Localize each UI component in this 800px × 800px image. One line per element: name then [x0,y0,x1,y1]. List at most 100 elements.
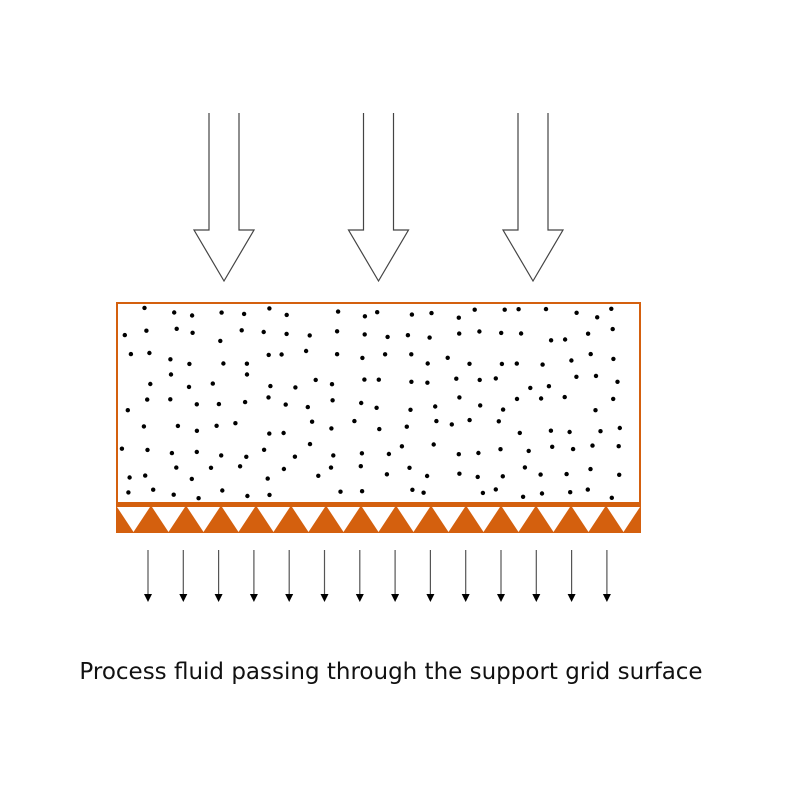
particle [477,377,482,383]
particle [593,373,599,379]
particle [148,381,153,387]
particle [457,395,462,400]
grid-opening [397,507,430,532]
particle [457,471,462,476]
outflow-arrow-head [602,594,611,602]
particle [281,430,286,436]
particle [338,489,343,494]
particle [540,362,545,367]
particle [429,310,434,316]
particle [266,352,271,358]
particle [331,453,336,458]
particle [615,379,620,384]
particle [208,465,214,470]
particle [467,417,472,423]
outflow-arrow-head [214,594,223,602]
particle [588,351,593,357]
particle [590,443,595,448]
grid-opening [537,507,570,532]
particle [242,399,248,405]
particle [128,351,134,357]
particle [307,441,313,447]
particle [424,473,430,479]
particle [194,449,199,455]
particle [425,380,430,385]
particle [610,326,615,332]
particle [617,472,622,477]
particle [528,385,533,391]
particle [303,348,309,354]
particle [480,490,486,496]
particle [292,454,298,459]
particle [261,447,267,452]
inflow-arrow [192,113,256,283]
particle [449,422,454,427]
particle [574,310,579,315]
outflow-arrow-head [532,594,541,602]
particle [281,466,287,472]
particle [335,309,341,314]
grid-opening [117,507,150,532]
particle [609,306,614,311]
particle [548,338,554,343]
particle [409,352,414,357]
particle [362,332,367,337]
bed-particles [119,305,622,501]
particle [186,384,192,390]
particle [585,487,590,492]
particle [427,335,432,340]
particle [313,377,318,383]
particle [360,355,365,361]
particle [409,379,414,384]
particle [421,490,426,495]
particle [517,430,522,436]
particle [375,310,380,315]
particle [386,451,392,457]
particle [574,374,579,379]
particle [233,421,238,426]
particle [407,465,412,470]
particle [585,331,591,336]
particle [498,447,503,452]
particle [328,465,334,470]
particle [493,376,498,381]
outflow-arrow-head [426,594,435,602]
particle [526,448,531,454]
particle [284,331,289,337]
particle [189,313,195,318]
grid-opening [572,507,605,532]
particle [538,472,543,477]
particle [550,444,555,449]
particle [564,471,569,477]
particle [493,487,498,492]
particle [168,357,173,362]
particle [457,331,462,336]
particle [221,361,226,366]
particle [568,490,573,495]
grid-opening [432,507,465,532]
particle [316,473,321,478]
grid-opening [187,507,220,532]
particle [244,361,250,366]
particle [359,400,364,406]
particle [172,310,177,315]
particle [175,423,181,429]
particle [539,491,545,496]
particle [454,376,459,381]
grid-opening [222,507,255,532]
particle [548,428,554,433]
outflow-arrow-head [355,594,364,602]
particle [359,489,365,494]
particle [562,337,568,342]
particle [245,493,250,499]
particle [241,311,247,317]
outflow-arrow-head [391,594,400,602]
particle [514,396,520,402]
particle [567,429,572,435]
particle [305,404,310,410]
particle [329,382,335,387]
particle [546,384,552,389]
grid-opening [607,507,640,532]
outflow-arrow-head [144,594,152,602]
particle [408,407,413,412]
